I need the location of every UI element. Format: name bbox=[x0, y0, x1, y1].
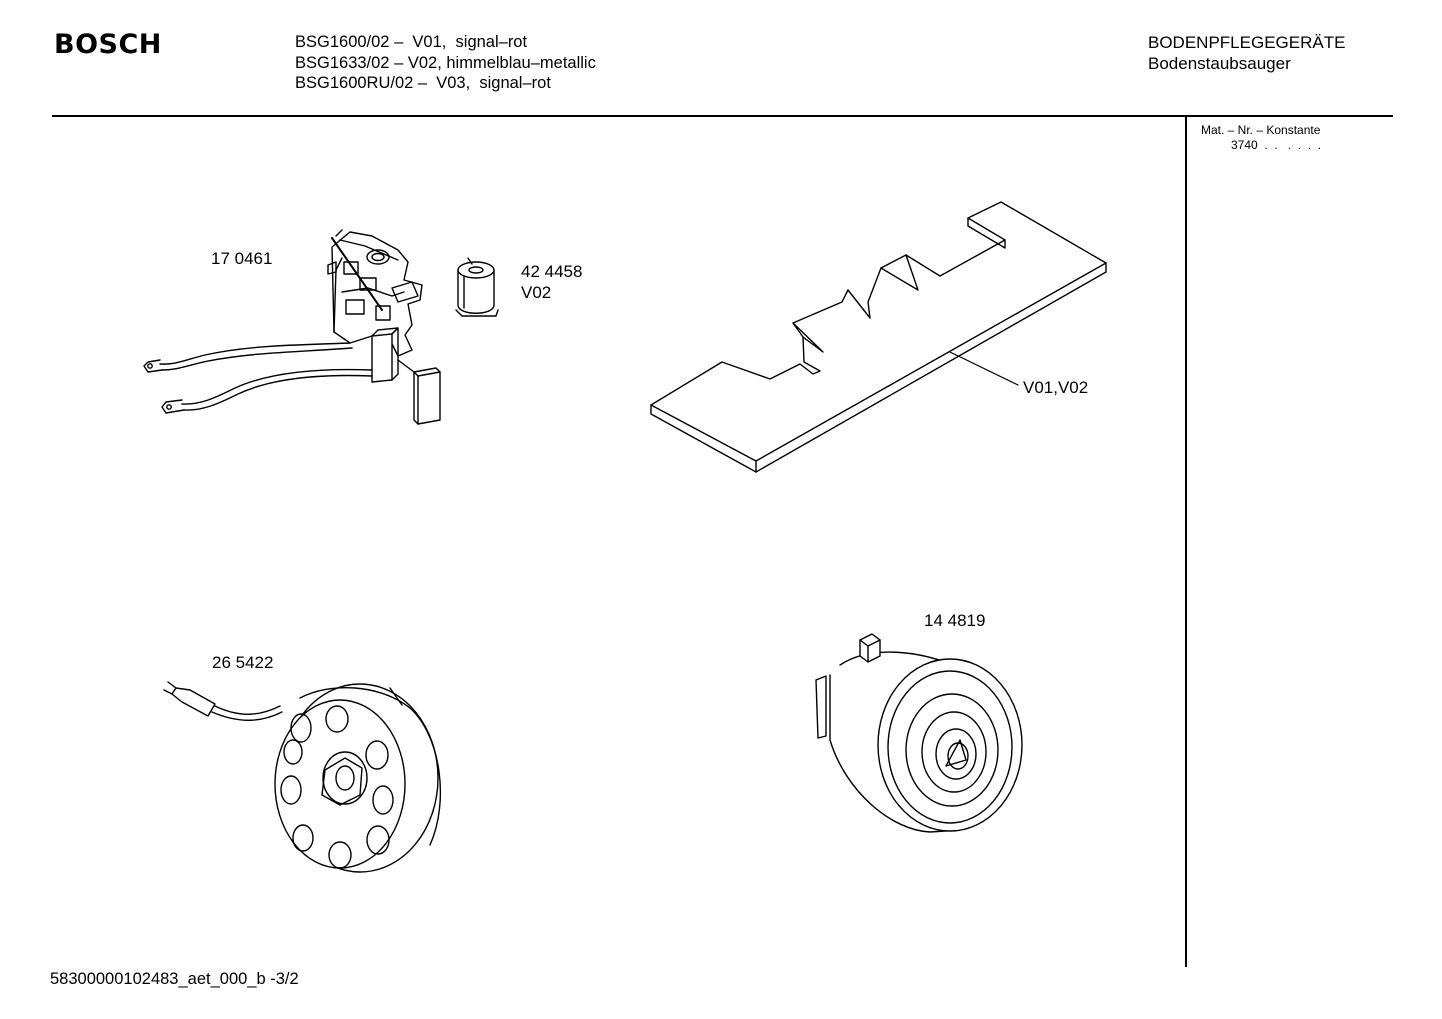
product-category: BODENPFLEGEGERÄTE Bodenstaubsauger bbox=[1148, 32, 1345, 74]
motor-drawing bbox=[816, 634, 1022, 832]
model-list: BSG1600/02 – V01, signal–rot BSG1633/02 … bbox=[295, 32, 596, 94]
brand-logo: BOSCH bbox=[54, 29, 162, 60]
switch-assembly-drawing bbox=[144, 230, 440, 424]
header-divider bbox=[52, 115, 1393, 117]
part-number-motor: 14 4819 bbox=[924, 611, 986, 630]
cable-reel-drawing bbox=[164, 682, 440, 872]
material-code: 3740 . . . . . . bbox=[1231, 138, 1322, 152]
part-variant-coil: V02 bbox=[521, 283, 552, 302]
part-number-coil: 42 4458 bbox=[521, 262, 583, 281]
model-line: BSG1600RU/02 – V03, signal–rot bbox=[295, 74, 551, 92]
document-id: 58300000102483_aet_000_b -3/2 bbox=[50, 970, 299, 988]
part-number-switch: 17 0461 bbox=[211, 249, 273, 268]
base-plate-drawing bbox=[651, 202, 1106, 472]
coil-drawing bbox=[456, 258, 498, 316]
part-variant-plate: V01,V02 bbox=[1023, 378, 1089, 397]
part-number-cable-reel: 26 5422 bbox=[212, 653, 274, 672]
model-line: BSG1600/02 – V01, signal–rot bbox=[295, 33, 528, 51]
category-subtitle: Bodenstaubsauger bbox=[1148, 54, 1291, 73]
material-label: Mat. – Nr. – Konstante bbox=[1201, 123, 1321, 137]
model-line: BSG1633/02 – V02, himmelblau–metallic bbox=[295, 53, 596, 72]
category-title: BODENPFLEGEGERÄTE bbox=[1148, 33, 1346, 52]
material-constant: Mat. – Nr. – Konstante 3740 . . . . . . bbox=[1201, 123, 1321, 153]
sidebar-divider bbox=[1185, 117, 1187, 967]
